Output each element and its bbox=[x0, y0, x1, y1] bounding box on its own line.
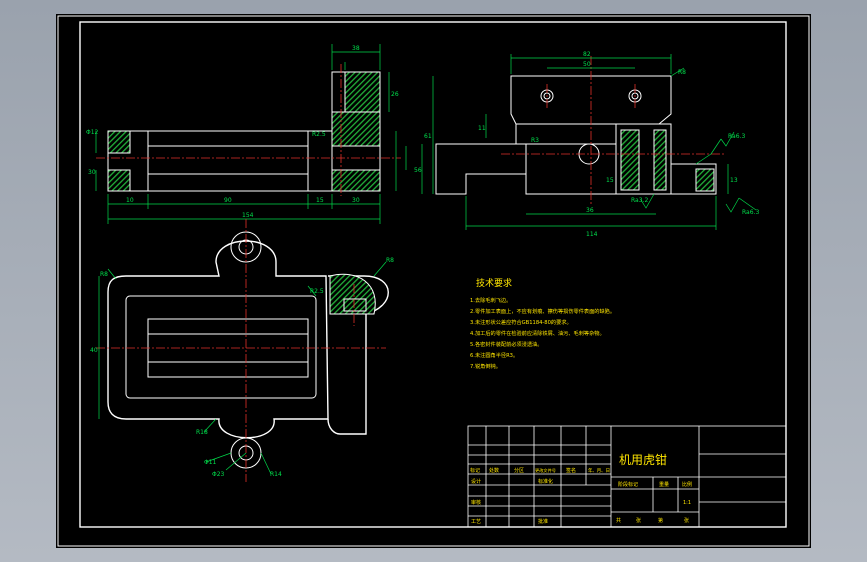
front-dimensions: 154 90 10 15 30 38 26 30 Φ12 R2.5 bbox=[86, 44, 407, 224]
dim-top-r8b: R8 bbox=[386, 257, 394, 264]
dim-r3: R3 bbox=[531, 137, 539, 144]
dim-36: 36 bbox=[586, 207, 594, 214]
dim-top-phi23: Φ23 bbox=[212, 471, 225, 478]
body-mid bbox=[147, 130, 309, 192]
dim-11: 11 bbox=[478, 125, 486, 132]
dim-top-r8: R8 bbox=[100, 271, 108, 278]
dim-top-phi11: Φ11 bbox=[204, 459, 217, 466]
tb-sheet-total: 共 bbox=[616, 517, 621, 524]
rough-ra63b: Ra6.3 bbox=[742, 209, 759, 216]
dim-30: 30 bbox=[352, 197, 360, 204]
top-slot-outer bbox=[125, 295, 317, 399]
side-right-block bbox=[615, 123, 672, 195]
dim-r15: 15 bbox=[606, 177, 614, 184]
hatch-left-bottom bbox=[107, 169, 131, 192]
side-dimensions: 82 50 R8 R3 11 61 56 36 114 15 13 Ra6.3 … bbox=[414, 51, 759, 238]
tb-col-zone: 分区 bbox=[514, 467, 524, 474]
tb-stage: 阶段标记 bbox=[618, 481, 638, 488]
tb-col-sign: 签名 bbox=[566, 467, 576, 474]
dim-top-r14: R14 bbox=[270, 471, 282, 478]
dim-h30: 30 bbox=[88, 169, 96, 176]
side-body bbox=[525, 143, 617, 195]
tb-approve: 批准 bbox=[538, 518, 548, 525]
dim-top-40: 40 bbox=[90, 347, 98, 354]
rough-ra32: Ra3.2 bbox=[631, 197, 648, 204]
tech-req-item-3: 3.未注形状公差应符合GB1184-80的要求。 bbox=[470, 318, 572, 326]
tb-process: 工艺 bbox=[471, 519, 481, 525]
tb-scale-label: 比例 bbox=[682, 481, 692, 488]
tb-sheet-index: 第 bbox=[658, 517, 663, 524]
tb-col-mark: 标记 bbox=[470, 467, 480, 474]
front-section-view bbox=[96, 64, 401, 196]
dim-50: 50 bbox=[583, 61, 591, 68]
dim-r25: R2.5 bbox=[312, 131, 326, 138]
tb-review: 审核 bbox=[471, 499, 481, 506]
tech-req-item-2: 2.零件加工表面上，不应有划痕、擦伤等损伤零件表面的缺陷。 bbox=[470, 307, 615, 315]
dim-38: 38 bbox=[352, 45, 360, 52]
dim-114: 114 bbox=[586, 231, 598, 238]
dim-56: 56 bbox=[414, 167, 422, 174]
drawing-canvas: 154 90 10 15 30 38 26 30 Φ12 R2.5 bbox=[57, 15, 810, 547]
tb-sheet-unit: 张 bbox=[636, 517, 641, 524]
dim-82: 82 bbox=[583, 51, 591, 58]
hatch-top-jaw bbox=[329, 273, 376, 315]
dim-top-r18: R18 bbox=[196, 429, 208, 436]
body-right-a bbox=[307, 130, 333, 192]
hatch-jaw-mid bbox=[331, 111, 381, 147]
tb-weight: 重量 bbox=[659, 481, 669, 488]
tb-scale-value: 1:1 bbox=[683, 500, 691, 506]
tech-req-item-6: 6.未注圆角半径R3。 bbox=[470, 351, 518, 359]
hatch-flange bbox=[695, 168, 715, 192]
side-left-base bbox=[435, 143, 527, 195]
hatch-jaw-top bbox=[344, 71, 381, 113]
dim-top-r25: R2.5 bbox=[310, 288, 324, 295]
tb-col-date: 年、月、日 bbox=[588, 467, 610, 474]
drawing-sheet: 154 90 10 15 30 38 26 30 Φ12 R2.5 bbox=[56, 14, 811, 548]
tech-req-item-4: 4.加工后的零件在检验前应清除铁屑、油污、毛刺等杂物。 bbox=[470, 329, 605, 337]
drawing-title: 机用虎钳 bbox=[619, 453, 667, 467]
tech-req-item-5: 5.各密封件装配前必须浸透油。 bbox=[470, 340, 542, 348]
title-block: 机用虎钳 标记 处数 分区 更改文件号 签名 年、月、日 设计 标准化 审核 工… bbox=[467, 425, 787, 528]
tech-requirements: 技术要求 1.去除毛刺飞边。 2.零件加工表面上，不应有划痕、擦伤等损伤零件表面… bbox=[470, 277, 615, 370]
outer-frame bbox=[57, 15, 810, 547]
top-body-outline bbox=[107, 240, 329, 439]
rough-ra63: Ra6.3 bbox=[728, 133, 745, 140]
dim-15: 15 bbox=[316, 197, 324, 204]
dim-10: 10 bbox=[126, 197, 134, 204]
hatch-left-top bbox=[107, 130, 131, 154]
hatch-side-a bbox=[620, 129, 640, 191]
tb-sheet-unit2: 张 bbox=[684, 517, 689, 524]
side-right-flange bbox=[671, 163, 717, 195]
side-view bbox=[435, 56, 726, 204]
tech-req-heading: 技术要求 bbox=[476, 277, 512, 289]
hatch-side-b bbox=[653, 129, 667, 191]
tb-standard: 标准化 bbox=[538, 478, 553, 485]
dim-r8: R8 bbox=[678, 69, 686, 76]
tb-col-count: 处数 bbox=[489, 467, 499, 474]
inner-frame bbox=[79, 21, 787, 528]
dim-154: 154 bbox=[242, 212, 254, 219]
tb-design: 设计 bbox=[471, 478, 481, 485]
hatch-jaw-bottom bbox=[331, 169, 381, 192]
tech-req-item-7: 7.锐角倒钝。 bbox=[470, 362, 501, 370]
dim-90: 90 bbox=[224, 197, 232, 204]
dim-13: 13 bbox=[730, 177, 738, 184]
tech-req-item-1: 1.去除毛刺飞边。 bbox=[470, 296, 511, 304]
dim-phi12: Φ12 bbox=[86, 129, 99, 136]
dim-61: 61 bbox=[424, 133, 432, 140]
top-view-dimensions: R8 R8 R2.5 40 R18 Φ11 Φ23 R14 bbox=[90, 257, 394, 478]
top-view bbox=[96, 219, 389, 482]
tb-col-change: 更改文件号 bbox=[535, 467, 556, 474]
dim-26: 26 bbox=[391, 91, 399, 98]
